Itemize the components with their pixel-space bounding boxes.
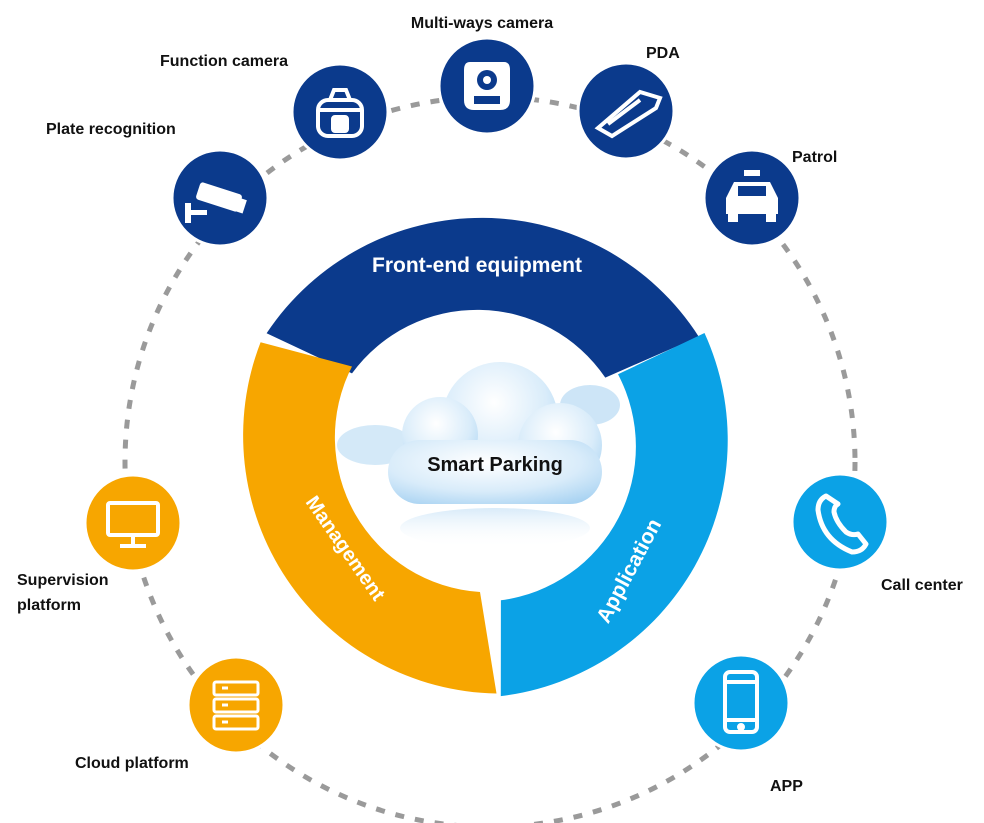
node-cloud-platform xyxy=(186,655,286,755)
pda-label: PDA xyxy=(646,45,680,62)
supervision-platform-label-line1: Supervision xyxy=(17,572,109,589)
node-function-camera xyxy=(290,62,390,162)
handheld-scanner-icon xyxy=(594,89,663,139)
node-multi-ways-camera xyxy=(437,36,537,136)
dome-camera-icon xyxy=(316,88,364,138)
center-label: Smart Parking xyxy=(427,454,563,476)
node-plate-recognition xyxy=(170,148,270,248)
server-icon xyxy=(212,680,260,731)
multi-ways-camera-label: Multi-ways camera xyxy=(410,15,554,32)
function-camera-label: Function camera xyxy=(160,53,289,70)
smartphone-icon xyxy=(723,670,759,734)
front-end-label: Front-end equipment xyxy=(372,254,582,277)
outer-dashed-ring xyxy=(122,94,858,823)
call-center-label: Call center xyxy=(881,577,963,594)
node-app xyxy=(691,653,791,753)
police-car-icon xyxy=(726,170,778,222)
app-label: APP xyxy=(770,778,803,795)
supervision-platform-label-line2: platform xyxy=(17,597,81,614)
patrol-label: Patrol xyxy=(792,149,838,166)
ring-segment-management xyxy=(243,342,497,694)
node-supervision-platform xyxy=(83,473,183,573)
plate-recognition-label: Plate recognition xyxy=(46,121,176,138)
cctv-camera-icon xyxy=(185,182,247,223)
multi-camera-icon xyxy=(464,62,510,110)
cloud-platform-label: Cloud platform xyxy=(75,755,189,772)
ring-segment-application xyxy=(500,333,728,697)
node-patrol xyxy=(702,148,802,248)
node-pda xyxy=(576,61,676,161)
monitor-icon xyxy=(106,501,160,548)
cloud-illustration xyxy=(337,362,620,548)
phone-icon xyxy=(815,493,869,555)
ring-segment-front-end xyxy=(266,217,699,378)
node-call-center xyxy=(790,472,890,572)
